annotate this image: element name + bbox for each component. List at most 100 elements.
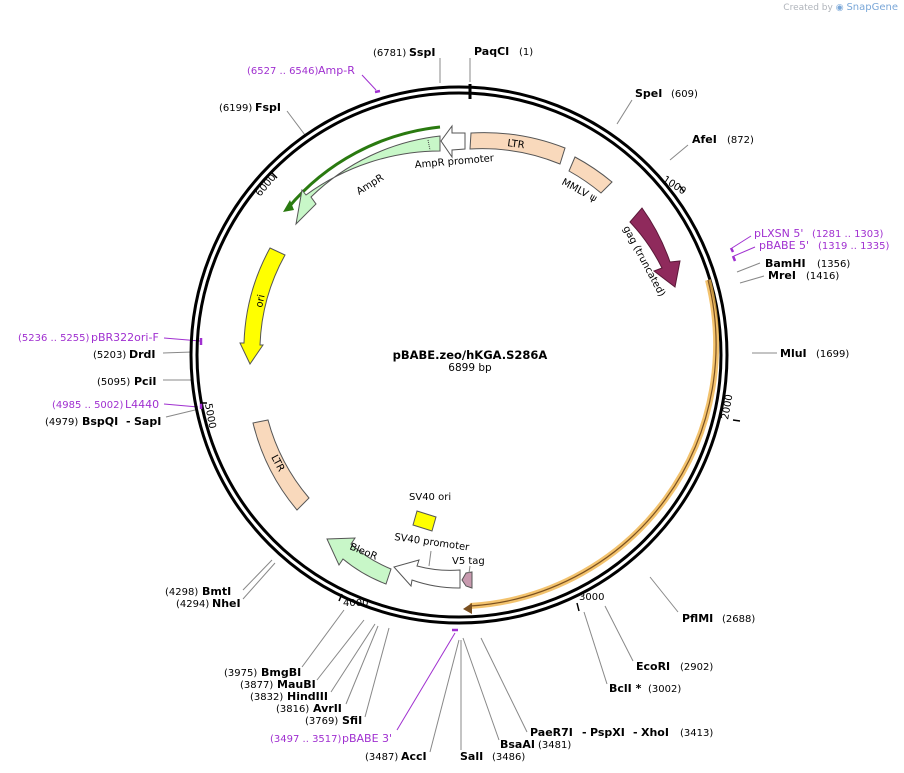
insert-orf-highlight: [469, 279, 720, 609]
ltr-3-feature[interactable]: [252, 419, 310, 511]
ori-feature[interactable]: [239, 247, 286, 365]
enzyme-label[interactable]: BspQI: [82, 415, 118, 428]
gag-truncated-feature[interactable]: [629, 207, 681, 288]
ampr-promoter-label: AmpR promoter: [414, 153, 495, 171]
ampr-divider: [427, 139, 431, 151]
enzyme-pos: (3486): [492, 752, 525, 763]
enzyme-pos: (872): [727, 135, 754, 146]
enzyme-label[interactable]: BclI *: [609, 682, 642, 695]
enzyme-labels: (6781) SspI PaqCI (1) SpeI (609) AfeI (8…: [45, 45, 850, 763]
enzyme-pos: (6781): [373, 48, 406, 59]
primer-label[interactable]: pBABE 3': [342, 732, 392, 745]
ampr-promoter-feature[interactable]: [440, 124, 466, 159]
v5-tag-label: V5 tag: [452, 556, 485, 567]
enzyme-label[interactable]: XhoI: [641, 726, 669, 739]
primer-label[interactable]: pBR322ori-F: [91, 331, 159, 344]
enzyme-label[interactable]: MauBI: [277, 678, 316, 691]
snapgene-brand-name: SnapGene: [846, 2, 898, 13]
enzyme-pos: (2688): [722, 614, 755, 625]
primer-label[interactable]: pLXSN 5': [754, 227, 803, 240]
primer-label[interactable]: pBABE 5': [759, 239, 809, 252]
enzyme-label[interactable]: MreI: [768, 269, 796, 282]
enzyme-label[interactable]: SspI: [409, 46, 435, 59]
v5-tag-leader: [468, 565, 471, 574]
primer-marks: [199, 89, 737, 632]
primer-pos: (6527 .. 6546): [247, 66, 319, 77]
tick-3000: 3000: [579, 592, 604, 603]
enzyme-label[interactable]: BmtI: [202, 585, 231, 598]
enzyme-label[interactable]: DrdI: [129, 348, 156, 361]
enzyme-pos: (4298): [165, 587, 198, 598]
enzyme-label[interactable]: AfeI: [692, 133, 717, 146]
ltr-5-label: LTR: [507, 138, 526, 151]
enzyme-pos: (3975): [224, 668, 257, 679]
enzyme-pos: (1699): [816, 349, 849, 360]
enzyme-pos: (3487): [365, 752, 398, 763]
enzyme-label[interactable]: EcoRI: [636, 660, 670, 673]
ampr-label: AmpR: [355, 172, 386, 197]
enzyme-label[interactable]: PciI: [134, 375, 156, 388]
enzyme-label[interactable]: AccI: [401, 750, 427, 763]
enzyme-label[interactable]: SapI: [134, 415, 161, 428]
tick-marks: [200, 172, 741, 612]
enzyme-pos: (3769): [305, 716, 338, 727]
enzyme-label[interactable]: AvrII: [313, 702, 342, 715]
sv40-promoter-label: SV40 promoter: [394, 532, 471, 554]
enzyme-pos: (3413): [680, 728, 713, 739]
enzyme-label[interactable]: PspXI: [590, 726, 625, 739]
enzyme-label[interactable]: PaeR7I: [530, 726, 573, 739]
backbone-inner-ring: [195, 91, 723, 619]
snapgene-logo-icon: ◉: [835, 3, 844, 13]
primer-pos: (5236 .. 5255): [18, 333, 90, 344]
backbone-outer-ring: [189, 85, 729, 625]
enzyme-label[interactable]: PaqCI: [474, 45, 509, 58]
sv40-ori-label: SV40 ori: [409, 492, 451, 503]
primer-label[interactable]: Amp-R: [318, 64, 355, 77]
snapgene-branding: Created by ◉ SnapGene: [783, 2, 898, 13]
ampr-feature[interactable]: [295, 135, 441, 226]
enzyme-pos: (5095): [97, 377, 130, 388]
ori-label: ori: [254, 294, 267, 309]
enzyme-label[interactable]: FspI: [255, 101, 281, 114]
ltr-5-feature[interactable]: [469, 132, 566, 165]
enzyme-pos: (4294): [176, 599, 209, 610]
primer-labels: (6527 .. 6546) Amp-R pLXSN 5' (1281 .. 1…: [18, 64, 890, 745]
enzyme-label[interactable]: MluI: [780, 347, 807, 360]
enzyme-leader-lines: [162, 58, 777, 753]
plasmid-name: pBABE.zeo/hKGA.S286A: [393, 348, 548, 362]
enzyme-label[interactable]: NheI: [212, 597, 241, 610]
primer-pos: (3497 .. 3517): [270, 734, 342, 745]
enzyme-pos: (3816): [276, 704, 309, 715]
enzyme-pos: (3002): [648, 684, 681, 695]
enzyme-pos: (1416): [806, 271, 839, 282]
enzyme-pos: (1): [519, 47, 533, 58]
enzyme-pos: (609): [671, 89, 698, 100]
enzyme-label[interactable]: HindIII: [287, 690, 328, 703]
mmlv-psi-feature[interactable]: [568, 156, 613, 194]
bleor-feature[interactable]: [326, 537, 392, 585]
enzyme-label[interactable]: SfiI: [342, 714, 362, 727]
enzyme-label[interactable]: SpeI: [635, 87, 662, 100]
tick-2000: 2000: [720, 394, 735, 421]
sv40-promoter-feature[interactable]: [393, 559, 461, 589]
insert-orf-line: [469, 279, 717, 607]
primer-leader-lines: [163, 74, 756, 731]
enzyme-pos: (4979): [45, 417, 78, 428]
enzyme-sep: -: [633, 726, 638, 739]
sv40-ori-feature[interactable]: [412, 510, 437, 532]
enzyme-pos: (3877): [240, 680, 273, 691]
enzyme-label[interactable]: BmgBI: [261, 666, 301, 679]
sv40-promoter-leader: [428, 550, 432, 567]
primer-label[interactable]: L4440: [125, 398, 159, 411]
enzyme-label[interactable]: SalI: [460, 750, 483, 763]
v5-tag-feature[interactable]: [461, 571, 473, 589]
insert-orf-arrowhead: [463, 603, 472, 614]
enzyme-label[interactable]: BsaAI: [500, 738, 535, 751]
primer-pos: (1319 .. 1335): [818, 241, 890, 252]
enzyme-label[interactable]: PflMI: [682, 612, 713, 625]
enzyme-pos: (2902): [680, 662, 713, 673]
ampr-outer-arrowhead: [283, 200, 294, 212]
enzyme-label[interactable]: BamHI: [765, 257, 806, 270]
enzyme-pos: (1356): [817, 259, 850, 270]
